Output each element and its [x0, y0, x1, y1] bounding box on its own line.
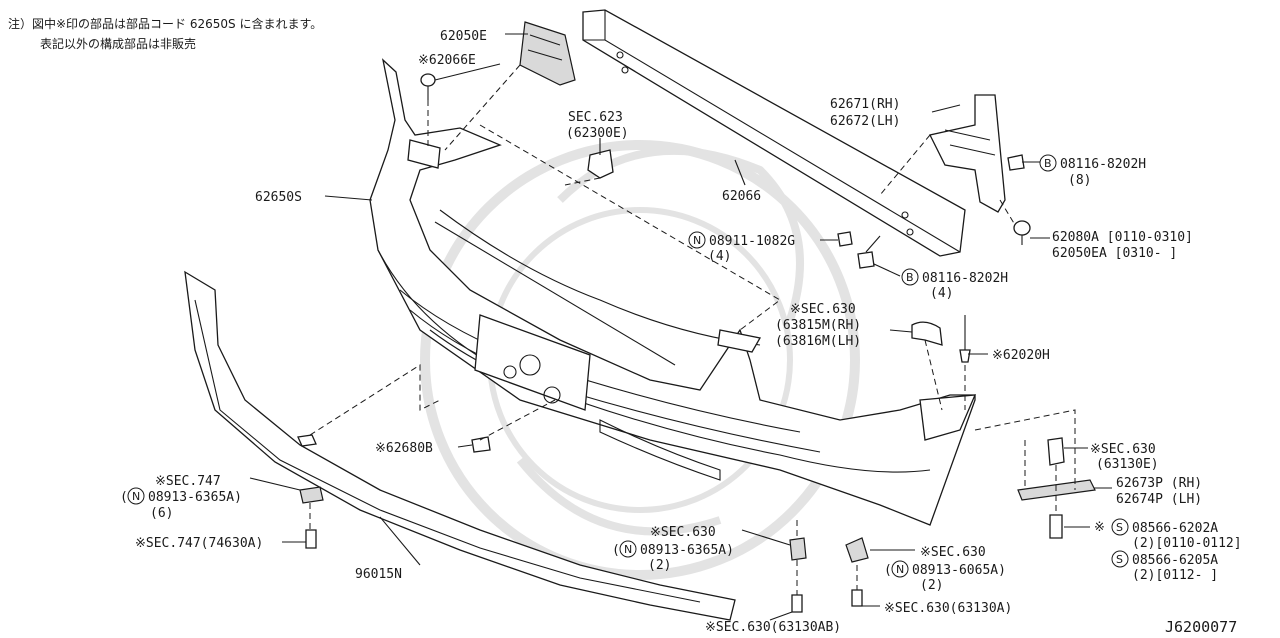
label-62680B: ※62680B: [375, 441, 433, 456]
label-screw-08566-a: 08566-6202A: [1132, 521, 1218, 536]
label-sec747-74630A: ※SEC.747(74630A): [135, 536, 263, 551]
label-63130E: (63130E): [1096, 457, 1159, 472]
screw-08566: [1049, 514, 1063, 539]
label-62080A: 62080A [0110-0310]: [1052, 230, 1193, 245]
diagram-id: J6200077: [1165, 618, 1237, 636]
label-sec630-c: ※SEC.630: [650, 525, 716, 540]
assembly-lines: [309, 64, 1076, 595]
marker-S-1: S: [1111, 518, 1129, 536]
marker-S-2: S: [1111, 550, 1129, 568]
label-n630d-qty: (2): [920, 578, 943, 593]
svg-text:N: N: [896, 563, 904, 576]
label-62650S: 62650S: [255, 190, 302, 205]
clip-62680B: [471, 436, 491, 453]
marker-B-1: B: [1039, 154, 1057, 172]
label-bolt-08116-b-qty: (4): [930, 286, 953, 301]
label-n630d-paren: (: [884, 563, 892, 578]
clip-sec630-d: [845, 537, 869, 607]
label-62673P: 62673P (RH): [1116, 476, 1202, 491]
label-s1-prefix: ※: [1094, 520, 1105, 535]
label-62050EA: 62050EA [0310- ]: [1052, 246, 1177, 261]
label-62020H: ※62020H: [992, 348, 1050, 363]
label-sec623-sub: (62300E): [566, 126, 629, 141]
lower-spoiler-96015N: [184, 270, 736, 621]
side-stay: [929, 94, 1025, 213]
svg-text:B: B: [1044, 157, 1052, 170]
marker-N-1: N: [688, 231, 706, 249]
label-screw-08566-b: 08566-6205A: [1132, 553, 1218, 568]
label-bolt-08116-a: 08116-8202H: [1060, 157, 1146, 172]
label-nut-08911-qty: (4): [708, 249, 731, 264]
marker-N-3: N: [619, 540, 637, 558]
label-62050E: 62050E: [440, 29, 487, 44]
label-sec747: ※SEC.747: [155, 474, 221, 489]
label-sec630-b: ※SEC.630: [1090, 442, 1156, 457]
label-n630c-qty: (2): [648, 558, 671, 573]
label-n747: 08913-6365A): [148, 490, 242, 505]
svg-text:N: N: [132, 490, 140, 503]
label-62066E: ※62066E: [418, 53, 476, 68]
part-63815M: [911, 321, 943, 346]
label-sec630-a: ※SEC.630: [790, 302, 856, 317]
clip-62080A: [1013, 220, 1031, 245]
label-62066: 62066: [722, 189, 761, 204]
note-line1: 注）図中※印の部品は部品コード 62650S に含まれます。: [8, 16, 322, 31]
svg-text:B: B: [906, 271, 914, 284]
label-sec630-63130AB: ※SEC.630(63130AB): [705, 620, 841, 635]
label-n630c: 08913-6365A): [640, 543, 734, 558]
label-nut-08911: 08911-1082G: [709, 234, 795, 249]
label-62671: 62671(RH): [830, 97, 900, 112]
clip-sec747: [299, 486, 324, 549]
svg-text:S: S: [1116, 553, 1123, 566]
marker-N-2: N: [127, 487, 145, 505]
label-n630c-paren: (: [612, 543, 620, 558]
label-n630d: 08913-6065A): [912, 563, 1006, 578]
label-96015N: 96015N: [355, 567, 402, 582]
bumper-fascia: [369, 58, 977, 526]
label-sec630-63130A: ※SEC.630(63130A): [884, 601, 1012, 616]
label-sec630-d: ※SEC.630: [920, 545, 986, 560]
label-63816M: (63816M(LH): [775, 334, 861, 349]
label-screw-08566-b-qty: (2)[0112- ]: [1132, 568, 1218, 583]
label-62672: 62672(LH): [830, 114, 900, 129]
clip-62066E: [420, 73, 436, 100]
marker-B-2: B: [901, 268, 919, 286]
leader-lines: [249, 33, 1112, 621]
svg-text:N: N: [693, 234, 701, 247]
label-bolt-08116-b: 08116-8202H: [922, 271, 1008, 286]
label-screw-08566-a-qty: (2)[0110-0112]: [1132, 536, 1242, 551]
nut-08911: [837, 231, 853, 247]
marker-N-4: N: [891, 560, 909, 578]
label-n747-qty: (6): [150, 506, 173, 521]
part-sec623: [587, 149, 614, 179]
label-62674P: 62674P (LH): [1116, 492, 1202, 507]
label-bolt-08116-a-qty: (8): [1068, 173, 1091, 188]
label-sec623: SEC.623: [568, 110, 623, 125]
label-n747-paren: (: [120, 490, 128, 505]
note-line2: 表記以外の構成部品は非販売: [40, 36, 196, 51]
svg-text:N: N: [624, 543, 632, 556]
clip-sec630-c: [789, 537, 807, 613]
bolt-08116: [857, 235, 881, 269]
stud-62020H: [959, 315, 971, 363]
label-63815M: (63815M(RH): [775, 318, 861, 333]
bracket-62050E: [519, 21, 576, 86]
bumper-reinforcement: [582, 9, 966, 257]
watermark-emblem: [420, 140, 860, 580]
svg-text:S: S: [1116, 521, 1123, 534]
